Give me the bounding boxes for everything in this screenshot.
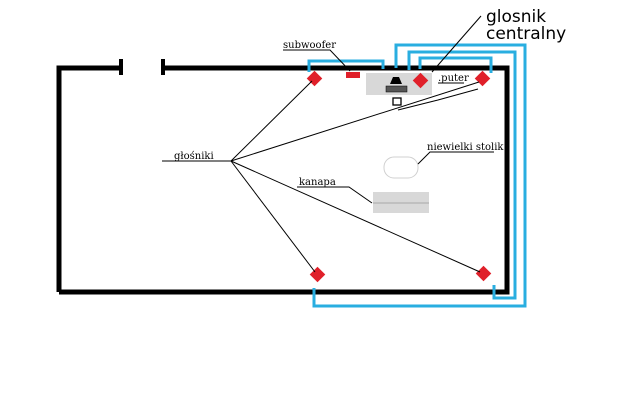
rear-right-speaker <box>475 265 492 282</box>
room-walls <box>56 59 510 295</box>
leader-small-table <box>417 151 494 165</box>
furniture <box>366 73 432 213</box>
leader-speakers-rr <box>230 160 481 273</box>
cable-front-right <box>418 56 493 73</box>
label-center-speaker-line2: centralny <box>486 24 566 44</box>
small-table <box>383 156 419 179</box>
label-subwoofer: subwoofer <box>283 40 336 51</box>
keyboard-icon <box>385 85 408 93</box>
cable-rear-right-outer <box>312 43 527 308</box>
chair-icon <box>392 97 402 106</box>
cable-front-left <box>307 59 385 72</box>
label-computer: .puter <box>438 73 469 84</box>
label-center-speaker-line1: glosnik <box>486 7 546 27</box>
leader-speakers-rl <box>230 160 316 273</box>
label-speakers: głośniki <box>174 151 214 162</box>
speaker-cables <box>307 43 527 308</box>
cable-center <box>407 50 517 300</box>
leader-speakers-fl <box>230 80 313 162</box>
leader-subwoofer <box>283 49 351 72</box>
rear-left-speaker <box>309 266 326 283</box>
wall-main <box>59 65 510 295</box>
wall-left-segment <box>56 65 121 292</box>
label-couch: kanapa <box>299 177 336 188</box>
leader-speakers-fr <box>230 81 480 162</box>
leader-couch <box>297 186 373 204</box>
label-small-table: niewielki stolik <box>427 142 504 153</box>
leader-center-speaker <box>431 15 482 73</box>
subwoofer <box>346 72 360 78</box>
front-right-speaker <box>474 70 491 87</box>
monitor-icon <box>390 77 402 84</box>
leader-lines <box>162 15 494 273</box>
leader-computer <box>397 88 479 111</box>
